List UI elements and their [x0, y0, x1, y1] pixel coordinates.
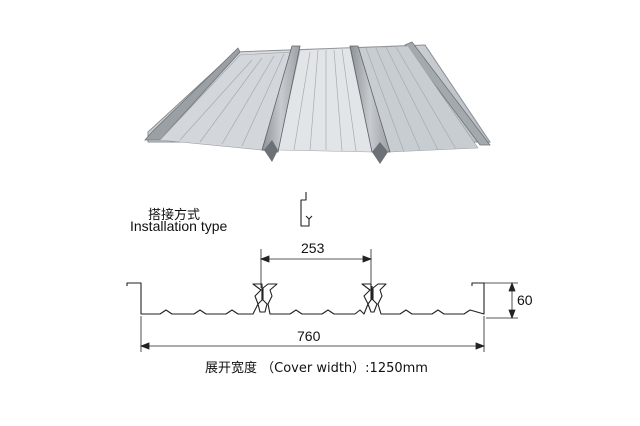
panel-right-edge	[404, 41, 491, 146]
seam-detail-icon	[300, 192, 313, 227]
installation-type-label-en: Installation type	[130, 218, 228, 234]
cover-width-label: 展开宽度 （Cover width）:1250mm	[205, 361, 428, 376]
rib-spacing-label: 253	[301, 240, 325, 256]
installation-type-label-cn: 搭接方式	[148, 208, 201, 223]
profile-outline	[126, 282, 485, 315]
profile-height-label: 60	[517, 292, 533, 308]
effective-width-label: 760	[297, 328, 321, 344]
panel-left-edge	[144, 47, 241, 141]
